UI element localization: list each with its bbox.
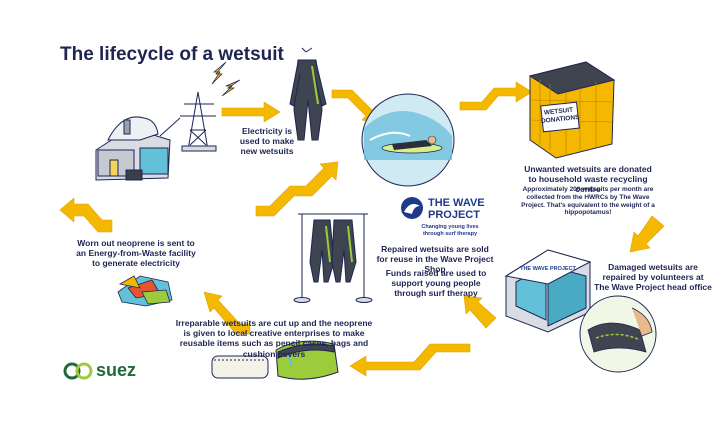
caption-funds: Funds raised are used to support young p… — [385, 268, 487, 299]
wave-project-tagline: Changing young lives through surf therap… — [421, 224, 479, 237]
caption-donated: Unwanted wetsuits are donated to househo… — [524, 164, 652, 195]
arrow-pylon-to-wetsuit — [221, 101, 281, 123]
page-title: The lifecycle of a wetsuit — [60, 44, 284, 65]
neoprene-scraps — [117, 275, 173, 307]
crate-sign-text: WETSUIT DONATIONS — [540, 106, 581, 125]
arrow-fabric-to-factory — [59, 197, 113, 233]
lightning-icon — [211, 61, 241, 97]
arrow-shop-to-surfer — [255, 161, 339, 217]
shop-rack — [293, 213, 373, 303]
arrow-building-to-shop — [463, 295, 497, 329]
wave-project-logo-icon — [401, 197, 423, 219]
energy-from-waste-factory — [95, 116, 171, 181]
caption-irreparable: Irreparable wetsuits are cut up and the … — [175, 318, 373, 359]
surfer-illustration — [361, 93, 455, 187]
arrow-building-to-products — [349, 343, 471, 377]
caption-donated-detail: Approximately 200 wetsuits per month are… — [521, 186, 655, 217]
wave-project-building — [504, 249, 592, 333]
caption-electricity: Electricity is used to make new wetsuits — [239, 126, 295, 157]
arrow-surfer-to-crate — [459, 81, 533, 111]
suez-logo-icon — [63, 362, 93, 380]
caption-worn-out: Worn out neoprene is sent to an Energy-f… — [76, 238, 196, 269]
suez-brand-text: suez — [96, 360, 137, 380]
arrow-crate-to-building — [629, 215, 665, 253]
crate-sign-line2: DONATIONS — [541, 114, 581, 125]
pylon-icon — [159, 91, 217, 152]
caption-repaired: Repaired wetsuits are sold for reuse in … — [376, 244, 494, 275]
repair-closeup — [579, 295, 657, 373]
wave-project-name: THE WAVE PROJECT — [428, 197, 485, 221]
crate-sign-line1: WETSUIT — [544, 107, 574, 117]
donation-crate — [528, 61, 616, 159]
caption-damaged: Damaged wetsuits are repaired by volunte… — [594, 262, 712, 293]
wetsuit-on-hanger — [289, 47, 327, 141]
building-sign-text: THE WAVE PROJECT — [520, 266, 576, 272]
upcycled-products — [211, 340, 339, 380]
arrow-products-to-fabric — [203, 291, 251, 335]
